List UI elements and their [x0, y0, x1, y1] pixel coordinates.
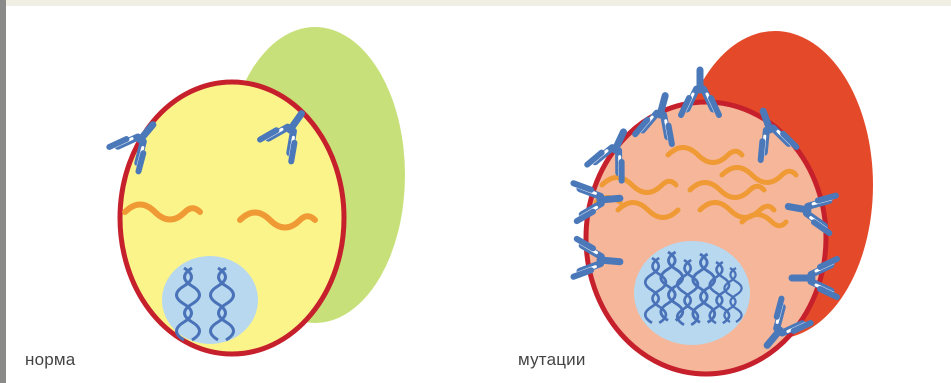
caption-normal: норма [25, 350, 75, 370]
normal-cell-group [109, 27, 405, 354]
mutation-cell-group [573, 31, 873, 374]
caption-mutation: мутации [518, 350, 586, 370]
